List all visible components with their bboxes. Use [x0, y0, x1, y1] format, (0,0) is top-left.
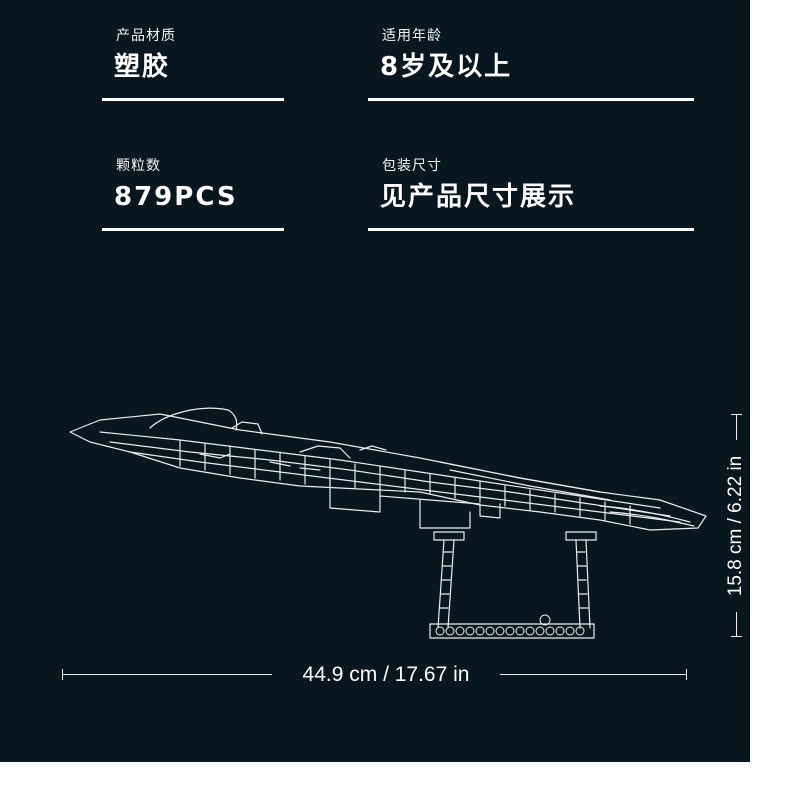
spec-pieces-label: 颗粒数 — [116, 158, 161, 174]
height-dimension-bottom-line — [736, 612, 737, 636]
spec-material-value: 塑胶 — [114, 52, 171, 82]
width-dimension-label: 44.9 cm / 17.67 in — [302, 663, 470, 686]
spec-material-divider — [102, 98, 284, 101]
spec-package-label: 包装尺寸 — [382, 158, 442, 174]
spec-pieces: 颗粒数 879PCS — [102, 130, 284, 240]
spec-material: 产品材质 塑胶 — [102, 0, 284, 110]
spec-age-label: 适用年龄 — [382, 28, 442, 44]
height-dimension-top-line — [736, 414, 737, 440]
spec-age: 适用年龄 8岁及以上 — [368, 0, 694, 110]
spaceship-model-icon — [69, 407, 707, 639]
width-dimension: 44.9 cm / 17.67 in — [58, 660, 690, 690]
height-dimension-label: 15.8 cm / 6.22 in — [725, 455, 746, 597]
width-dimension-right-line — [500, 674, 686, 675]
spec-package-value: 见产品尺寸展示 — [380, 182, 577, 212]
width-dimension-left-line — [62, 674, 272, 675]
spec-package: 包装尺寸 见产品尺寸展示 — [368, 130, 694, 240]
spec-pieces-value: 879PCS — [114, 182, 238, 212]
width-dimension-right-cap — [686, 669, 687, 680]
spec-material-label: 产品材质 — [116, 28, 176, 44]
spec-age-value: 8岁及以上 — [380, 52, 513, 82]
product-spec-panel: 产品材质 塑胶 适用年龄 8岁及以上 颗粒数 879PCS 包装尺寸 见产品尺寸… — [0, 0, 750, 762]
spec-package-divider — [368, 228, 694, 231]
height-dimension: 15.8 cm / 6.22 in — [720, 410, 750, 640]
spec-pieces-divider — [102, 228, 284, 231]
height-dimension-bottom-cap — [731, 636, 742, 637]
spec-age-divider — [368, 98, 694, 101]
